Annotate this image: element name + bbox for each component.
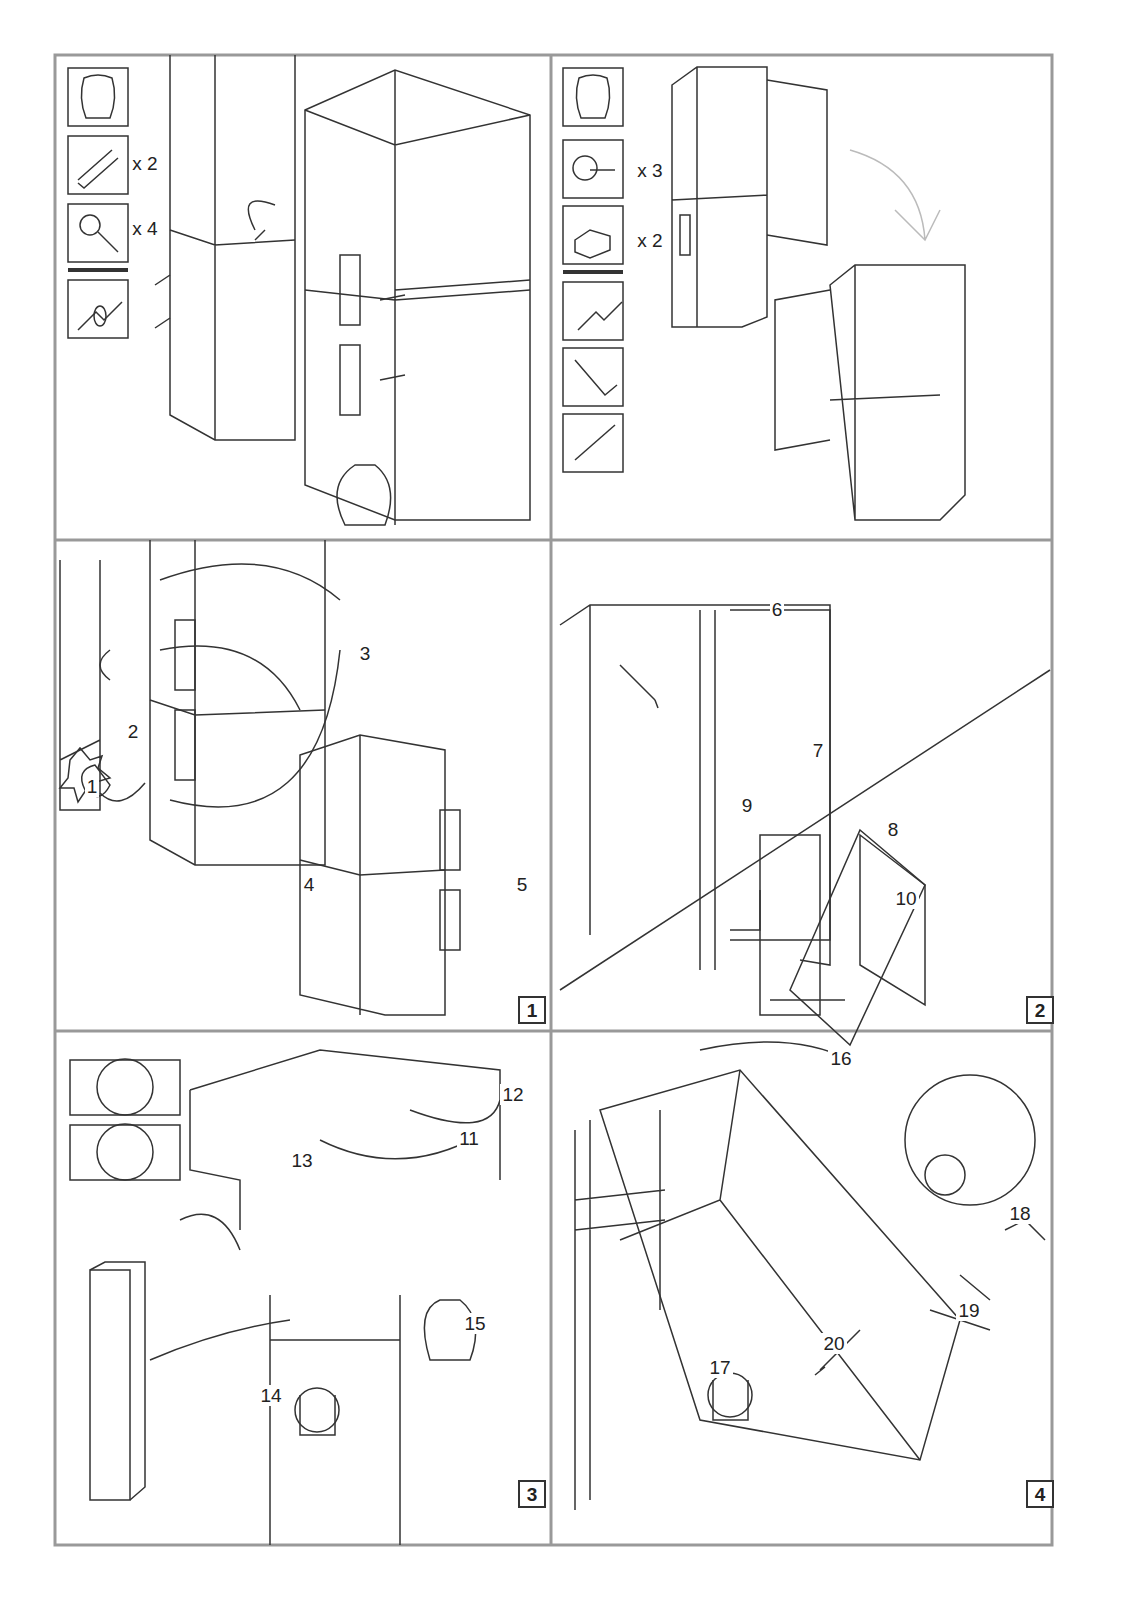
fridge-drawing: [575, 1042, 1045, 1510]
callout-number: 6: [770, 599, 785, 620]
callout-number: 5: [515, 874, 530, 895]
callout-number: 4: [302, 874, 317, 895]
callout-number: 20: [821, 1333, 846, 1354]
callout-number: 12: [500, 1084, 525, 1105]
step-number: 3: [527, 1485, 538, 1504]
quantity-label: x 2: [635, 230, 664, 251]
step-number-box: 2: [1026, 996, 1054, 1024]
callout-number: 8: [886, 819, 901, 840]
callout-number: 7: [811, 740, 826, 761]
callout-number: 3: [358, 643, 373, 664]
quantity-label: x 2: [130, 153, 159, 174]
parts-icons: [563, 68, 623, 472]
step-number: 2: [1035, 1001, 1046, 1020]
step-number-box: 4: [1026, 1480, 1054, 1508]
callout-number: 9: [740, 795, 755, 816]
quantity-label: x 4: [130, 218, 159, 239]
step-number: 4: [1035, 1485, 1046, 1504]
quantity-label: x 3: [635, 160, 664, 181]
fridge-drawing: [560, 605, 1050, 1045]
callout-number: 2: [126, 721, 141, 742]
fridge-drawing: [70, 1050, 500, 1545]
callout-number: 14: [258, 1385, 283, 1406]
callout-number: 13: [289, 1150, 314, 1171]
callout-number: 17: [707, 1357, 732, 1378]
fridge-drawing: [672, 67, 965, 520]
callout-number: 11: [457, 1128, 481, 1149]
callout-number: 15: [462, 1313, 487, 1334]
fridge-drawing: [60, 540, 460, 1015]
callout-number: 19: [956, 1300, 981, 1321]
callout-number: 1: [85, 776, 100, 797]
fridge-drawing: [155, 55, 530, 525]
parts-icons: [68, 68, 128, 338]
step-number-box: 1: [518, 996, 546, 1024]
step-number: 1: [527, 1001, 538, 1020]
callout-number: 18: [1007, 1203, 1032, 1224]
callout-number: 16: [828, 1048, 853, 1069]
step-number-box: 3: [518, 1480, 546, 1508]
callout-number: 10: [893, 888, 918, 909]
